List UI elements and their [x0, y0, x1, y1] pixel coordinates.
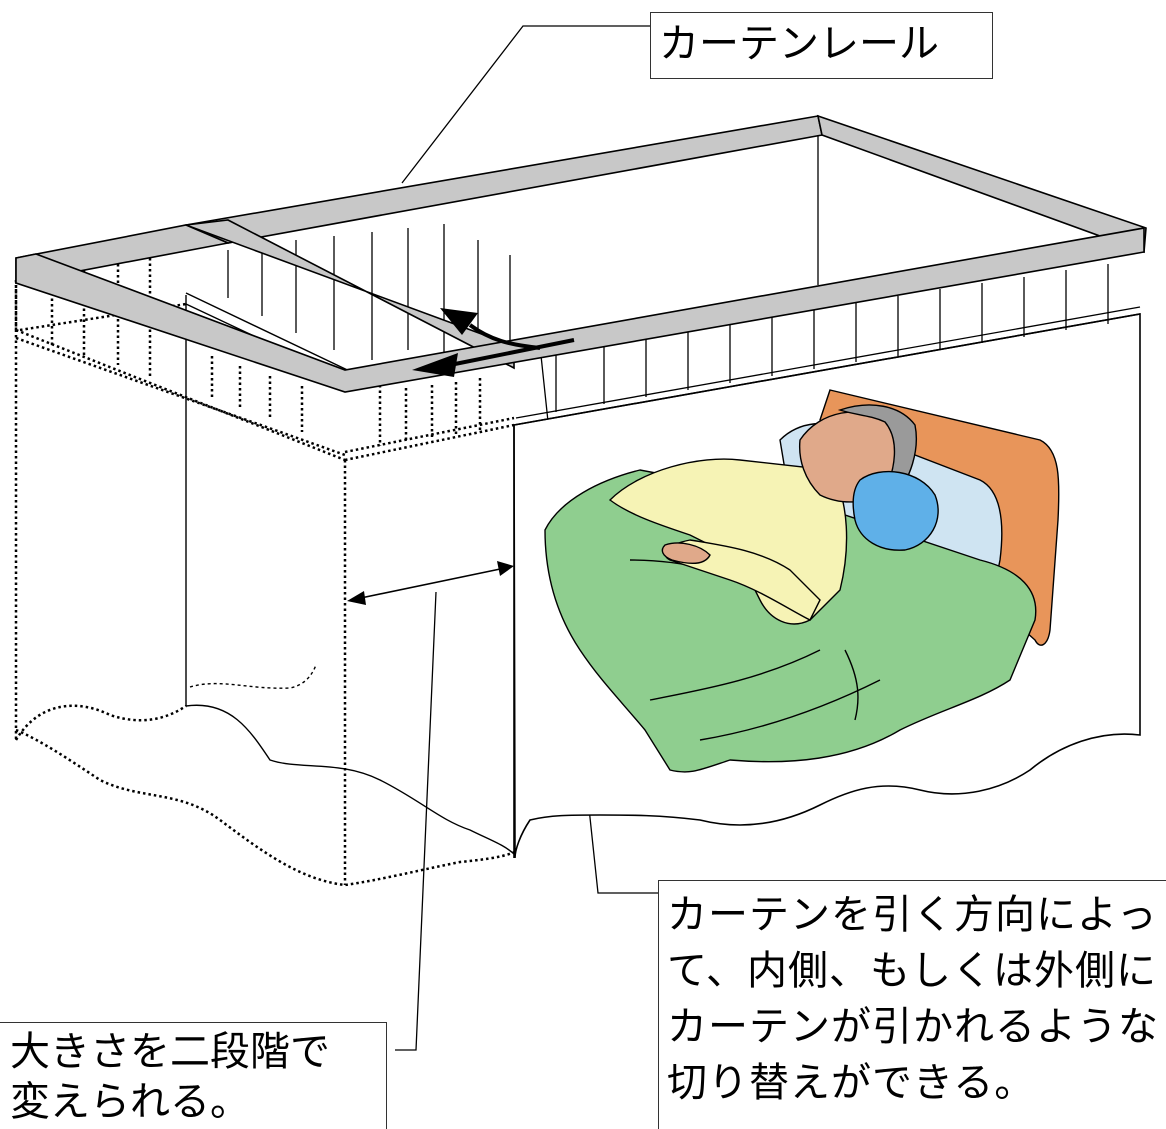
arrow-inner-head	[440, 308, 478, 335]
rail-inner-divider	[185, 219, 515, 370]
curtain-rail	[15, 114, 1147, 393]
rail-leader-line	[401, 25, 650, 184]
arrow-inner-path	[468, 323, 541, 350]
rail-label: カーテンレール	[659, 21, 939, 67]
ice-pack	[852, 470, 939, 551]
rail-right	[816, 114, 1147, 254]
size-note: 大きさを二段階で 変えられる。	[10, 1029, 330, 1125]
patient-illustration	[544, 389, 1060, 773]
size-leader-line	[395, 591, 437, 1051]
rail-front	[15, 227, 1145, 393]
direction-note-box: カーテンを引く方向によっ て、内側、もしくは外側に カーテンが引かれるような 切…	[658, 880, 1166, 1129]
size-arrow	[347, 561, 514, 605]
arrow-outer-head	[412, 353, 458, 377]
arrow-outer-path	[449, 338, 575, 367]
dotted-curtain	[14, 280, 516, 887]
size-note-box: 大きさを二段階で 変えられる。	[0, 1022, 387, 1129]
blanket-fold	[629, 559, 881, 741]
outer-curtain-top-line	[513, 313, 1141, 426]
rail-label-box: カーテンレール	[650, 12, 993, 79]
hand	[661, 542, 711, 564]
rail-back	[183, 115, 823, 244]
direction-arrows	[412, 308, 575, 377]
direction-note: カーテンを引く方向によっ て、内側、もしくは外側に カーテンが引かれるような 切…	[667, 892, 1159, 1106]
